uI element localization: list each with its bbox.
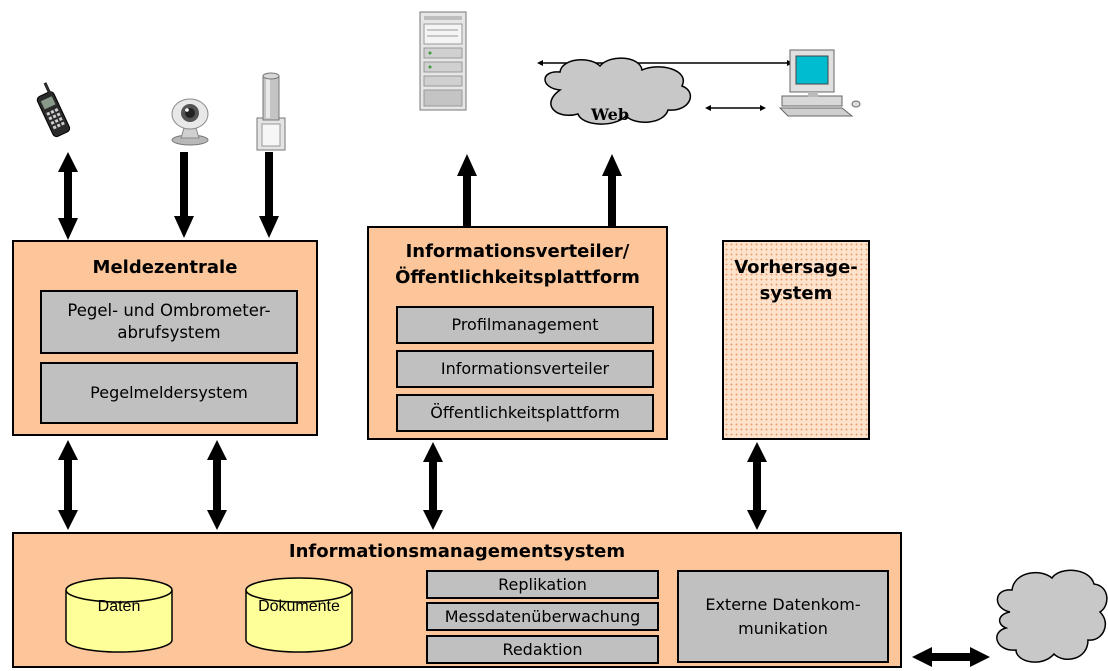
ims-title: Informationsmanagementsystem <box>288 541 626 562</box>
infoverteiler-title-line2: Öffentlichkeitsplattform <box>395 267 640 288</box>
dokumente-label: Dokumente <box>258 598 340 615</box>
profilmanagement-module: Profilmanagement <box>396 306 654 344</box>
arrow-vorhersage-ims <box>747 442 767 530</box>
mobile-phone-icon <box>36 82 71 138</box>
arrow-phone-meldezentrale <box>58 152 78 240</box>
arrow-infoverteiler-web <box>602 154 622 226</box>
infoverteiler-box: Informationsverteiler/ Öffentlichkeitspl… <box>367 226 668 440</box>
dokumente-database-icon <box>245 577 353 653</box>
arrow-webcam-meldezentrale <box>174 152 194 238</box>
web-cloud-icon: Web <box>544 57 692 125</box>
arrow-sensor-meldezentrale <box>259 152 279 238</box>
vorhersagesystem-box: Vorhersage- system <box>722 240 870 440</box>
meldezentrale-box: Meldezentrale Pegel- und Ombrometer-abru… <box>12 240 318 436</box>
arrow-infoverteiler-server <box>457 154 477 226</box>
replikation-module: Replikation <box>426 570 659 599</box>
messdaten-module: Messdatenüberwachung <box>426 602 659 631</box>
informationsverteiler-module: Informationsverteiler <box>396 350 654 388</box>
external-cloud-icon <box>996 569 1108 663</box>
meldezentrale-title: Meldezentrale <box>92 257 238 278</box>
daten-label: Daten <box>97 598 141 615</box>
vorhersage-title-line2: system <box>759 283 833 304</box>
arrow-meldezentrale-ims-1 <box>58 440 78 530</box>
arrow-meldezentrale-ims-2 <box>207 440 227 530</box>
server-icon <box>419 11 467 111</box>
connector-arrows <box>58 152 990 667</box>
externe-datenkommunikation-module: Externe Datenkom-munikation <box>677 570 889 663</box>
pegel-ombrometer-module: Pegel- und Ombrometer-abrufsystem <box>40 290 298 354</box>
webcam-icon <box>171 98 209 146</box>
desktop-computer-icon <box>778 49 861 117</box>
redaktion-module: Redaktion <box>426 635 659 664</box>
daten-database-icon <box>65 577 173 653</box>
arrow-infoverteiler-ims <box>423 442 443 530</box>
gauge-sensor-icon <box>256 72 286 151</box>
oeffentlichkeitsplattform-module: Öffentlichkeitsplattform <box>396 394 654 432</box>
web-label: Web <box>590 105 629 124</box>
arrow-ims-external <box>912 647 990 667</box>
pegelmelder-module: Pegelmeldersystem <box>40 362 298 424</box>
infoverteiler-title-line1: Informationsverteiler/ <box>405 241 630 262</box>
vorhersage-title-line1: Vorhersage- <box>734 257 858 278</box>
